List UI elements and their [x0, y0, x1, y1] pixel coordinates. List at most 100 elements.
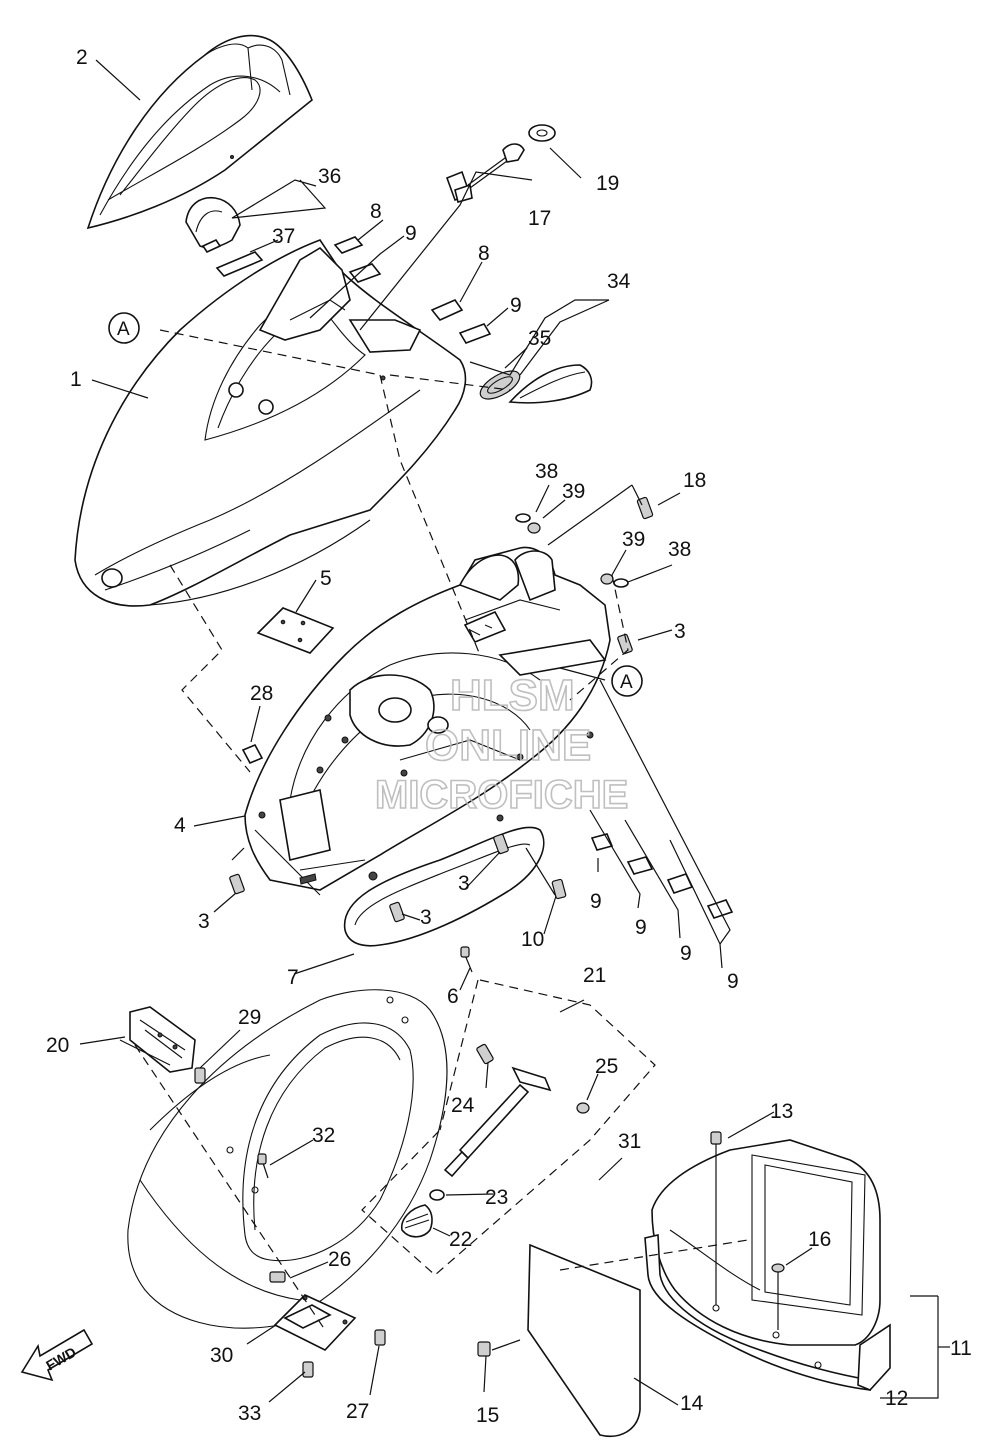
part-13-rivet	[710, 1131, 722, 1305]
callout-27: 27	[346, 1400, 369, 1423]
reference-marker-a-bottom: A	[611, 665, 643, 697]
callout-8-a: 8	[370, 200, 382, 223]
callout-16: 16	[808, 1228, 831, 1251]
part-8-pad-a	[333, 236, 364, 254]
callout-39-a: 39	[562, 480, 585, 503]
callout-37: 37	[272, 225, 295, 248]
callout-20: 20	[46, 1034, 69, 1057]
washer-38-b	[613, 578, 629, 588]
part-36-hatch	[185, 196, 241, 254]
part-9-pad-b	[458, 323, 492, 344]
callout-2: 2	[76, 46, 88, 69]
dashed-guides	[134, 329, 749, 1331]
bolt-3-d	[617, 633, 633, 655]
callout-34: 34	[607, 270, 631, 293]
callout-38-a: 38	[535, 460, 558, 483]
leader-lines	[79, 59, 950, 1406]
part-17-switch	[445, 143, 525, 203]
part-20-hinge	[119, 1006, 196, 1073]
callout-9-f: 9	[727, 970, 739, 993]
callout-9-d: 9	[635, 916, 647, 939]
callout-8-b: 8	[478, 242, 490, 265]
part-2-deck-cover	[86, 34, 313, 230]
part-11-bucket	[651, 1139, 881, 1369]
callout-6: 6	[447, 985, 459, 1008]
rivet-6	[460, 946, 473, 973]
part-28-clip	[241, 743, 264, 765]
part-24-bolt	[476, 1043, 494, 1065]
callout-10: 10	[521, 928, 544, 951]
svg-text:A: A	[117, 319, 130, 340]
callout-32: 32	[312, 1124, 335, 1147]
callout-22: 22	[449, 1228, 472, 1251]
callout-15: 15	[476, 1404, 499, 1427]
callout-29: 29	[238, 1006, 261, 1029]
svg-text:MICROFICHE: MICROFICHE	[375, 773, 628, 817]
part-12-rim	[644, 1234, 891, 1391]
washer-38-a	[515, 513, 531, 523]
callout-13: 13	[770, 1100, 793, 1123]
callout-23: 23	[485, 1186, 508, 1209]
callout-17: 17	[528, 207, 551, 230]
part-30-plate	[273, 1294, 357, 1351]
part-8-pad-b	[430, 299, 464, 321]
part-22-boot	[400, 1204, 433, 1238]
callout-numbers: 2 36 37 8 9 8 9 17 19 34 35 1 38 39 18 3…	[46, 46, 972, 1427]
bolt-3-a	[229, 873, 245, 895]
callout-18: 18	[683, 469, 706, 492]
part-14-panel	[527, 1243, 641, 1437]
part-34-cover	[508, 364, 593, 404]
callout-3-d: 3	[674, 620, 686, 643]
callout-14: 14	[680, 1392, 704, 1415]
callout-21: 21	[583, 964, 606, 987]
part-4-frame	[244, 546, 611, 896]
part-9-pad-e	[666, 873, 694, 894]
part-23-clip	[429, 1189, 445, 1201]
callout-19: 19	[596, 172, 619, 195]
svg-text:HLSM: HLSM	[450, 671, 575, 720]
callout-3-a: 3	[198, 910, 210, 933]
callout-31: 31	[618, 1130, 641, 1153]
callout-9-b: 9	[510, 294, 522, 317]
svg-text:A: A	[620, 672, 633, 693]
part-5-plate	[256, 607, 335, 654]
bolt-3-c	[493, 833, 509, 855]
part-9-pad-a	[348, 263, 382, 283]
nut-39-a	[527, 522, 541, 534]
part-1-hood	[74, 239, 467, 607]
part-19-nut	[528, 124, 556, 142]
callout-33: 33	[238, 1402, 261, 1425]
callout-1: 1	[70, 368, 82, 391]
part-21-strut	[443, 1066, 552, 1178]
part-37-plate	[215, 251, 264, 277]
reference-marker-a-top: A	[108, 312, 140, 344]
bolt-3-b	[389, 901, 405, 923]
part-33-bolt	[302, 1361, 314, 1378]
svg-text:ONLINE: ONLINE	[425, 721, 591, 770]
callout-5: 5	[320, 567, 332, 590]
part-32-rivet	[257, 1153, 269, 1179]
callout-35: 35	[528, 327, 551, 350]
callout-26: 26	[328, 1248, 351, 1271]
callout-30: 30	[210, 1344, 233, 1367]
callout-28: 28	[250, 682, 273, 705]
callout-11: 11	[950, 1337, 972, 1360]
callout-12: 12	[885, 1387, 908, 1410]
part-16-grommet	[771, 1263, 785, 1330]
callout-9-c: 9	[590, 890, 602, 913]
part-27-bolt	[374, 1329, 386, 1346]
part-9-pad-f	[706, 899, 734, 919]
callout-3-b: 3	[420, 906, 432, 929]
part-25-nut	[576, 1102, 590, 1114]
callout-25: 25	[595, 1055, 618, 1078]
nut-39-b	[600, 573, 614, 585]
bolt-10	[551, 878, 567, 900]
callout-4: 4	[174, 814, 186, 837]
fwd-arrow-icon: FWD	[20, 1328, 94, 1382]
callout-9-a: 9	[405, 222, 417, 245]
bolt-29	[194, 1067, 206, 1084]
callout-3-c: 3	[458, 872, 470, 895]
watermark: HLSM ONLINE MICROFICHE	[374, 670, 629, 818]
callout-9-e: 9	[680, 942, 692, 965]
